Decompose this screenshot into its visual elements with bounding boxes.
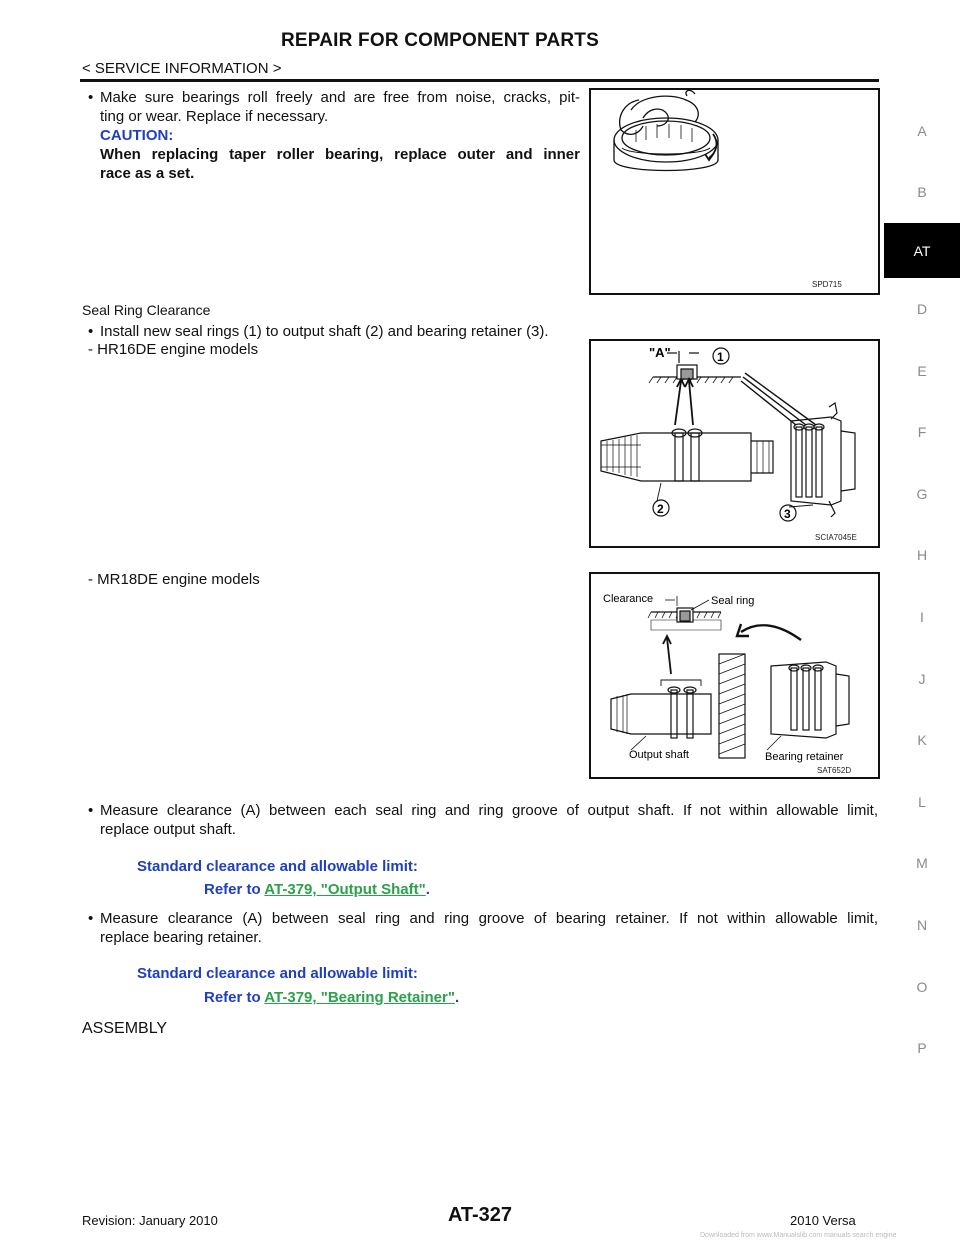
measure-output-shaft: • Measure clearance (A) between each sea… [88, 801, 878, 841]
bullet-dot: • [88, 910, 94, 927]
tab-j[interactable]: J [918, 670, 926, 687]
seal-ring-heading: Seal Ring Clearance [82, 302, 211, 318]
caution-line-1: When replacing taper roller bearing, rep… [100, 146, 580, 163]
tab-p[interactable]: P [917, 1040, 927, 1057]
tab-k[interactable]: K [917, 732, 927, 749]
bearing-instruction: • Make sure bearings roll freely and are… [88, 88, 580, 188]
hr16de-label: - HR16DE engine models [88, 341, 259, 358]
label-output-shaft: Output shaft [629, 749, 689, 761]
tab-d[interactable]: D [916, 300, 928, 317]
tab-n[interactable]: N [916, 916, 928, 933]
label-clearance: Clearance [603, 593, 653, 605]
caution-line-2: race as a set. [100, 165, 195, 182]
tab-i[interactable]: I [920, 608, 924, 625]
figure-hr16de: "A" 1 2 3 SCIA7045E [589, 339, 880, 548]
header-rule [80, 79, 879, 82]
model-year: 2010 Versa [790, 1213, 856, 1228]
callout-a: "A" [649, 345, 671, 360]
bullet-dot: • [88, 323, 94, 340]
tab-o[interactable]: O [916, 978, 928, 995]
refer-prefix: Refer to [204, 989, 265, 1006]
seal-install-text: Install new seal rings (1) to output sha… [100, 323, 549, 340]
tab-f[interactable]: F [917, 424, 927, 441]
callout-3: 3 [784, 507, 791, 521]
section-label: < SERVICE INFORMATION > [82, 60, 282, 77]
seal-install-instruction: • Install new seal rings (1) to output s… [88, 322, 608, 342]
bullet-dot: • [88, 802, 94, 819]
refer-output-shaft: Refer to AT-379, "Output Shaft". [204, 881, 430, 898]
figure-code-sat652d: SAT652D [817, 766, 851, 775]
tab-h[interactable]: H [916, 547, 928, 564]
link-bearing-retainer[interactable]: AT-379, "Bearing Retainer" [264, 989, 455, 1006]
figure-bearing: SPD715 [589, 88, 880, 295]
revision-date: Revision: January 2010 [82, 1213, 218, 1228]
label-seal-ring: Seal ring [711, 595, 754, 607]
measure1-line2: replace output shaft. [100, 821, 236, 838]
measure2-line1: Measure clearance (A) between seal ring … [100, 910, 878, 927]
figure-mr18de: Clearance Seal ring Output shaft Bearing… [589, 572, 880, 779]
page-number: AT-327 [447, 1204, 513, 1226]
std-clearance-label-1: Standard clearance and allowable limit: [137, 858, 418, 875]
tab-at[interactable]: AT [884, 223, 960, 279]
refer-prefix: Refer to [204, 881, 265, 898]
callout-1: 1 [717, 350, 724, 364]
refer-suffix: . [425, 881, 430, 898]
watermark: Downloaded from www.Manualslib.com manua… [700, 1232, 897, 1239]
tab-a[interactable]: A [917, 122, 927, 139]
callout-2: 2 [657, 502, 664, 516]
figure-code-spd715: SPD715 [812, 280, 842, 289]
bullet-dot: • [88, 89, 94, 106]
hr16de-illustration: "A" 1 2 3 SCIA7045E [600, 345, 857, 542]
tab-l[interactable]: L [918, 793, 926, 810]
mr18de-label: - MR18DE engine models [88, 571, 260, 588]
measure1-line1: Measure clearance (A) between each seal … [100, 802, 878, 819]
refer-bearing-retainer: Refer to AT-379, "Bearing Retainer". [204, 989, 459, 1006]
label-bearing-retainer: Bearing retainer [765, 751, 844, 763]
assembly-heading: ASSEMBLY [82, 1020, 168, 1037]
mr18de-illustration: Clearance Seal ring Output shaft Bearing… [603, 593, 851, 775]
bearing-illustration: SPD715 [613, 89, 842, 289]
tab-g[interactable]: G [916, 485, 928, 502]
tab-m[interactable]: M [916, 855, 928, 872]
caution-heading: CAUTION: [100, 127, 174, 144]
link-output-shaft[interactable]: AT-379, "Output Shaft" [264, 881, 426, 898]
std-clearance-label-2: Standard clearance and allowable limit: [137, 965, 418, 982]
section-tab-index: A B AT D E F G H I J K L M N O P [884, 100, 960, 1079]
page-title: REPAIR FOR COMPONENT PARTS [280, 30, 599, 51]
figure-code-scia7045e: SCIA7045E [815, 533, 857, 542]
refer-suffix: . [454, 989, 460, 1006]
tab-b[interactable]: B [917, 184, 927, 201]
measure-bearing-retainer: • Measure clearance (A) between seal rin… [88, 909, 878, 949]
tab-e[interactable]: E [917, 362, 927, 379]
measure2-line2: replace bearing retainer. [100, 929, 262, 946]
bearing-text-cont: ting or wear. Replace if necessary. [100, 108, 329, 125]
bearing-text: Make sure bearings roll freely and are f… [100, 89, 580, 106]
